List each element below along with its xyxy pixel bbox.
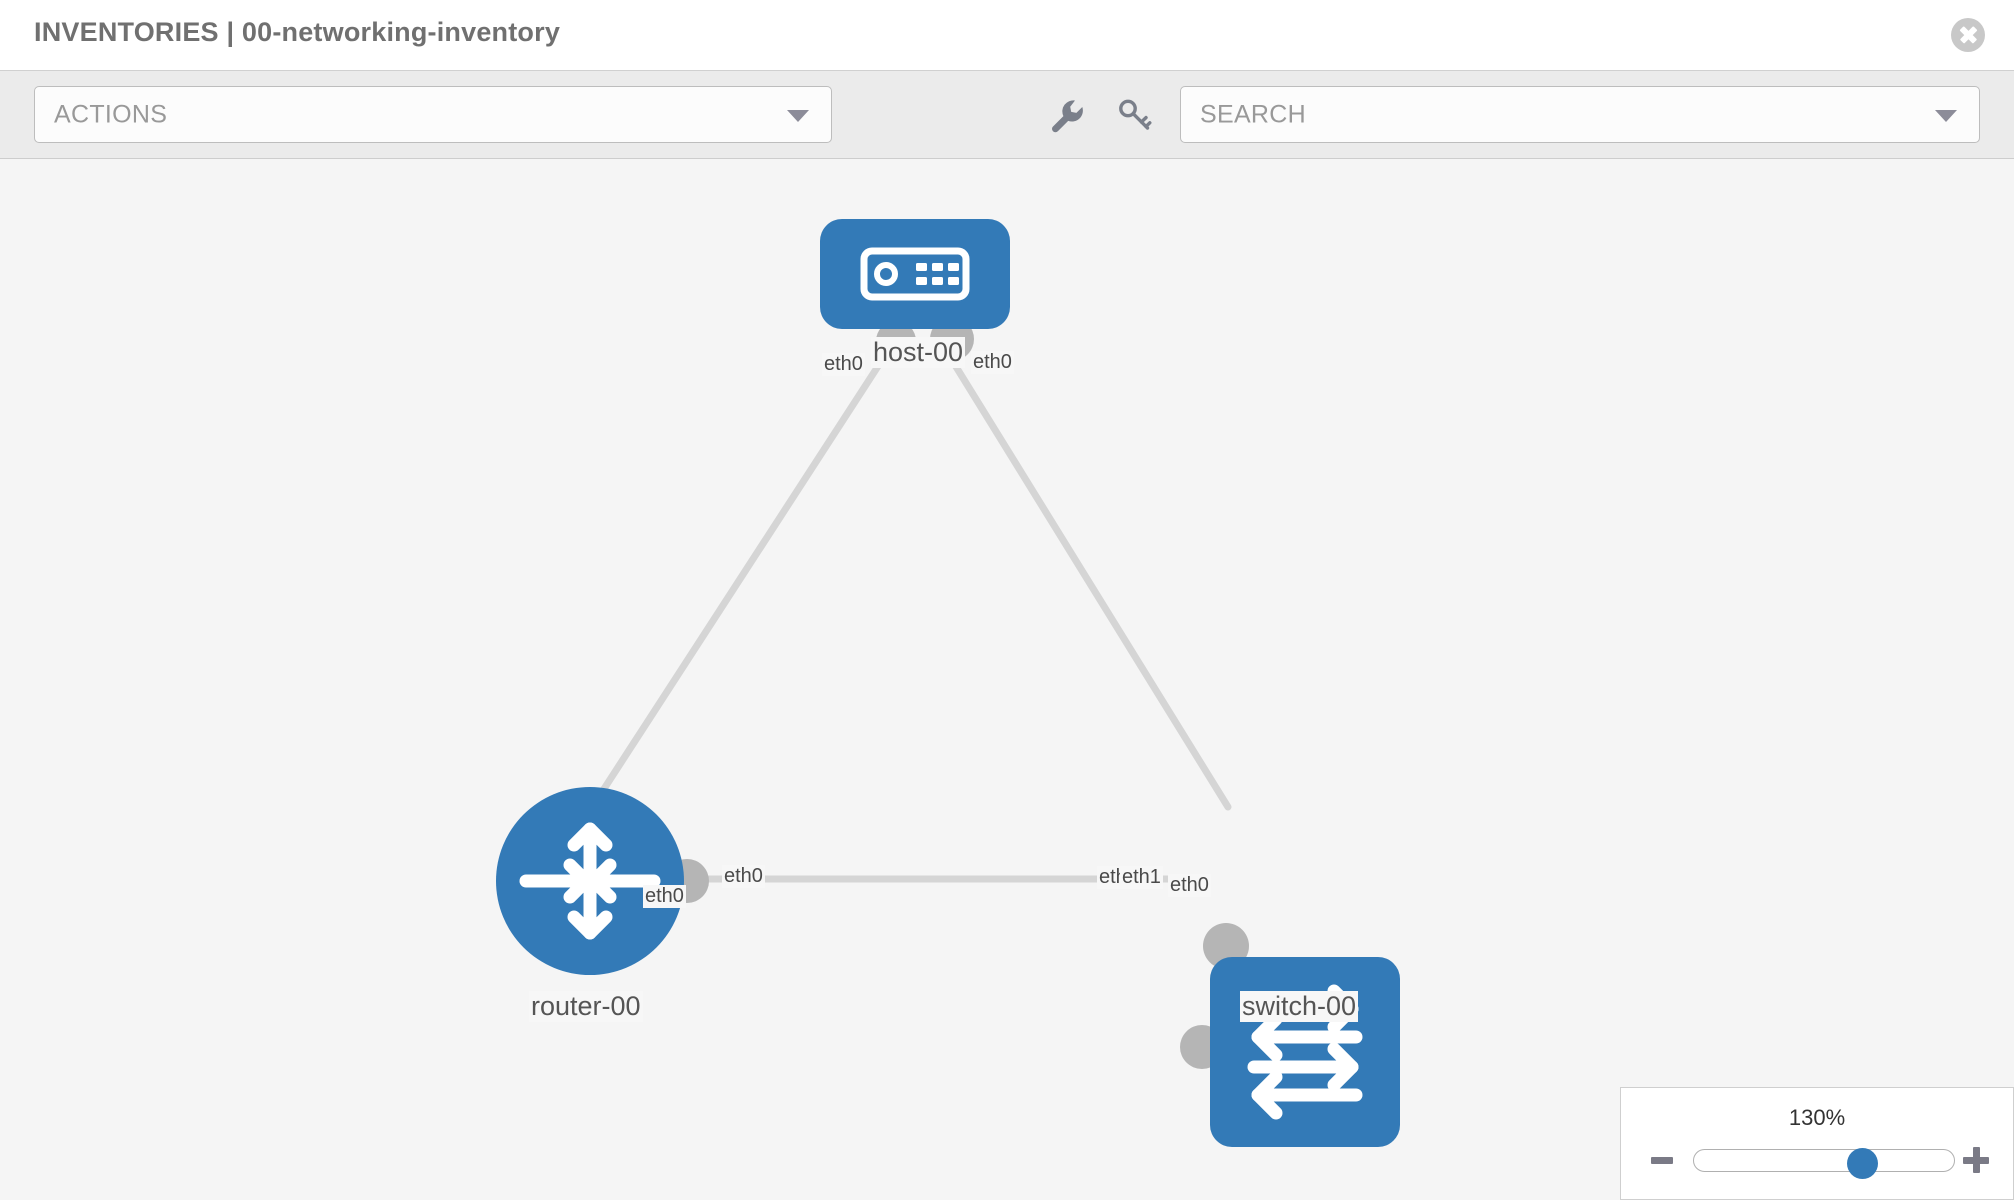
zoom-slider-track[interactable] [1693,1148,1955,1179]
router-arrows-icon [519,822,661,940]
key-icon[interactable] [1114,95,1154,135]
node-label-host-00: host-00 [871,337,966,368]
actions-dropdown-value: ACTIONS [54,100,168,128]
iface-label-router00-right: eth0 [722,865,765,888]
node-label-router-00: router-00 [529,991,643,1022]
zoom-in-button[interactable] [1963,1147,1989,1173]
node-label-switch-00: switch-00 [1240,991,1359,1022]
chevron-down-icon[interactable] [1935,109,1957,122]
page-header: INVENTORIES | 00-networking-inventory [0,0,2014,70]
zoom-control-panel[interactable]: 130% [1620,1087,2014,1200]
search-input-value: SEARCH [1200,100,1306,128]
zoom-slider-row [1621,1144,2013,1180]
node-router-00[interactable] [496,787,684,975]
link-host00-router00 [561,353,888,853]
actions-dropdown[interactable]: ACTIONS [34,86,832,143]
switch-arrows-icon [1247,984,1363,1120]
zoom-out-button[interactable] [1651,1157,1673,1164]
page-title: INVENTORIES | 00-networking-inventory [34,17,561,47]
close-icon[interactable] [1951,18,1985,52]
zoom-level-value: 130% [1788,1105,1846,1130]
topology-canvas[interactable]: host-00 eth0 eth0 router-00 eth0 eth0 [0,159,2014,1200]
node-host-00[interactable] [820,219,1010,329]
iface-label-router00-up: eth0 [643,885,686,908]
wrench-icon[interactable] [1046,95,1086,135]
server-icon [860,247,970,301]
iface-label-switch00-up: eth0 [1168,874,1211,897]
iface-label-host00-left: eth0 [822,353,865,376]
chevron-down-icon[interactable] [787,109,809,122]
link-host00-switch00 [946,353,1232,811]
iface-label-switch00-left-over: eth1 [1120,866,1163,889]
zoom-slider-thumb[interactable] [1847,1148,1878,1179]
node-switch-00[interactable] [1210,957,1400,1147]
toolbar: ACTIONS SEARCH [0,70,2014,159]
iface-label-host00-right: eth0 [971,351,1014,374]
search-input[interactable]: SEARCH [1180,86,1980,143]
